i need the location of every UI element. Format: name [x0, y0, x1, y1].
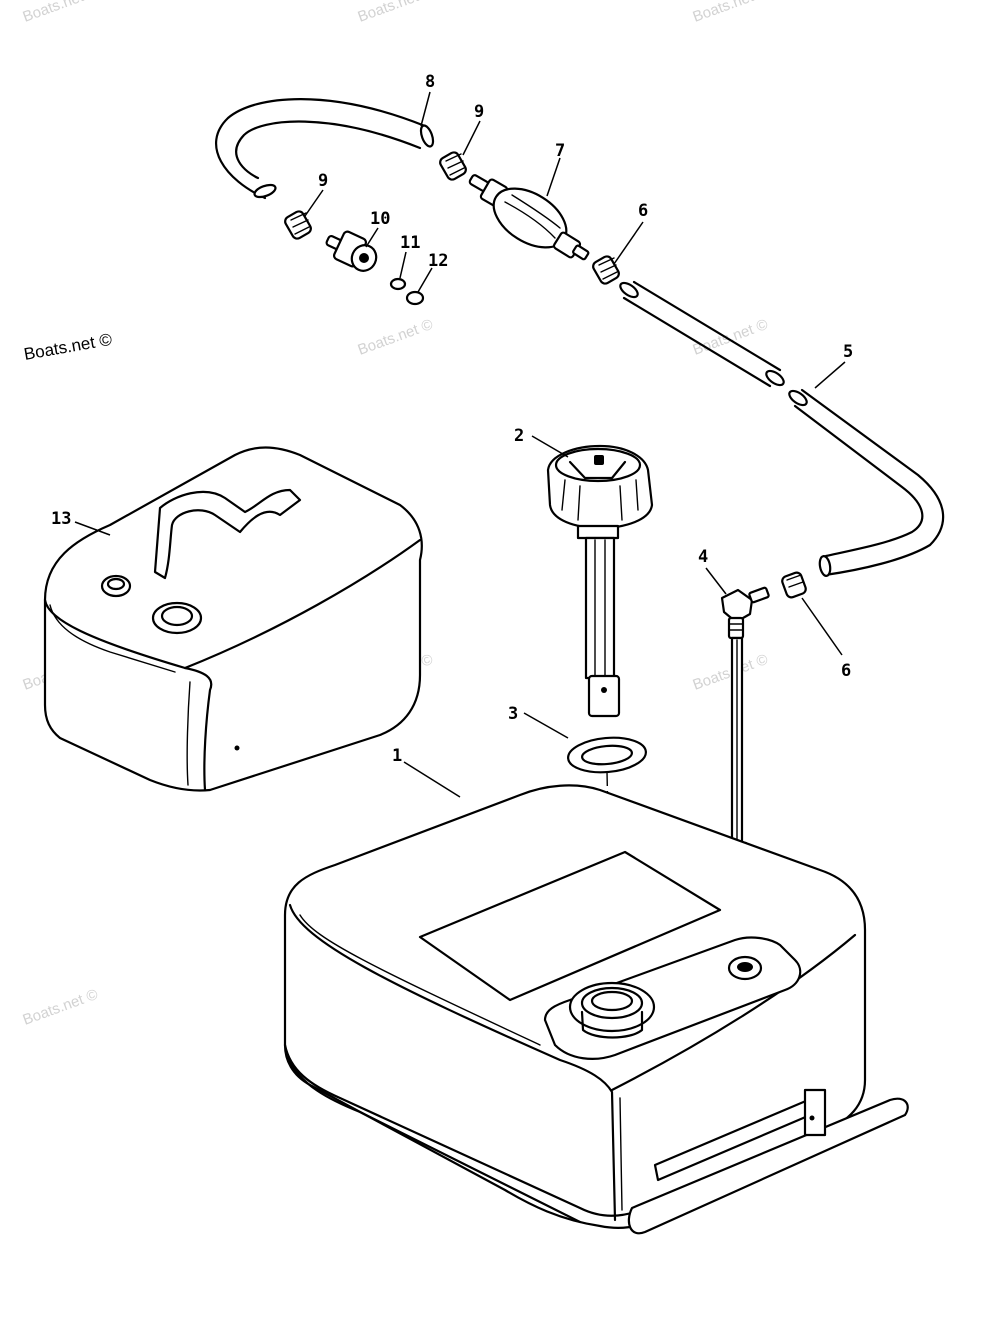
watermark-text: Boats.net ©	[691, 0, 771, 26]
callouts: 8 9 7 9 10 11 12 6 5 2 13 4 6 3 1	[51, 72, 853, 766]
part-7-primer-bulb	[468, 174, 590, 261]
callout-13: 13	[51, 509, 71, 529]
callout-8: 8	[425, 72, 435, 92]
part-13-fuel-tank	[43, 446, 423, 792]
leader-lines	[74, 91, 846, 798]
copyright-label: Boats.net ©	[22, 330, 113, 364]
callout-10: 10	[370, 209, 390, 229]
callout-2: 2	[514, 426, 524, 446]
callout-11: 11	[400, 233, 420, 253]
callout-9: 9	[474, 102, 484, 122]
part-8-fuel-hose	[215, 98, 435, 200]
callout-4: 4	[698, 547, 708, 567]
callout-9: 9	[318, 171, 328, 191]
part-10-fuel-connector	[325, 230, 378, 272]
part-3-gasket	[567, 736, 647, 774]
part-5-fuel-hose	[788, 388, 945, 577]
callout-6: 6	[638, 201, 648, 221]
callout-1: 1	[392, 746, 402, 766]
part-6-hose-clamp	[781, 571, 807, 599]
callout-6: 6	[841, 661, 851, 681]
part-5-hose-segment	[619, 280, 785, 388]
watermark-text: Boats.net ©	[691, 651, 771, 694]
part-12-o-ring	[405, 290, 425, 306]
part-1-fuel-tank	[283, 784, 909, 1235]
callout-12: 12	[428, 251, 448, 271]
part-9-hose-clamp	[284, 210, 312, 240]
watermark-text: Boats.net ©	[356, 0, 436, 26]
callout-5: 5	[843, 342, 853, 362]
part-6-hose-clamp	[592, 255, 620, 285]
watermark-text: Boats.net ©	[21, 0, 101, 26]
watermark-text: Boats.net ©	[21, 986, 101, 1029]
part-2-fuel-gauge	[546, 444, 654, 718]
part-4-fuel-pickup	[720, 586, 770, 867]
callout-7: 7	[555, 141, 565, 161]
part-11-o-ring	[389, 277, 407, 291]
watermark-text: Boats.net ©	[356, 316, 436, 359]
callout-3: 3	[508, 704, 518, 724]
part-9-hose-clamp	[439, 151, 467, 181]
